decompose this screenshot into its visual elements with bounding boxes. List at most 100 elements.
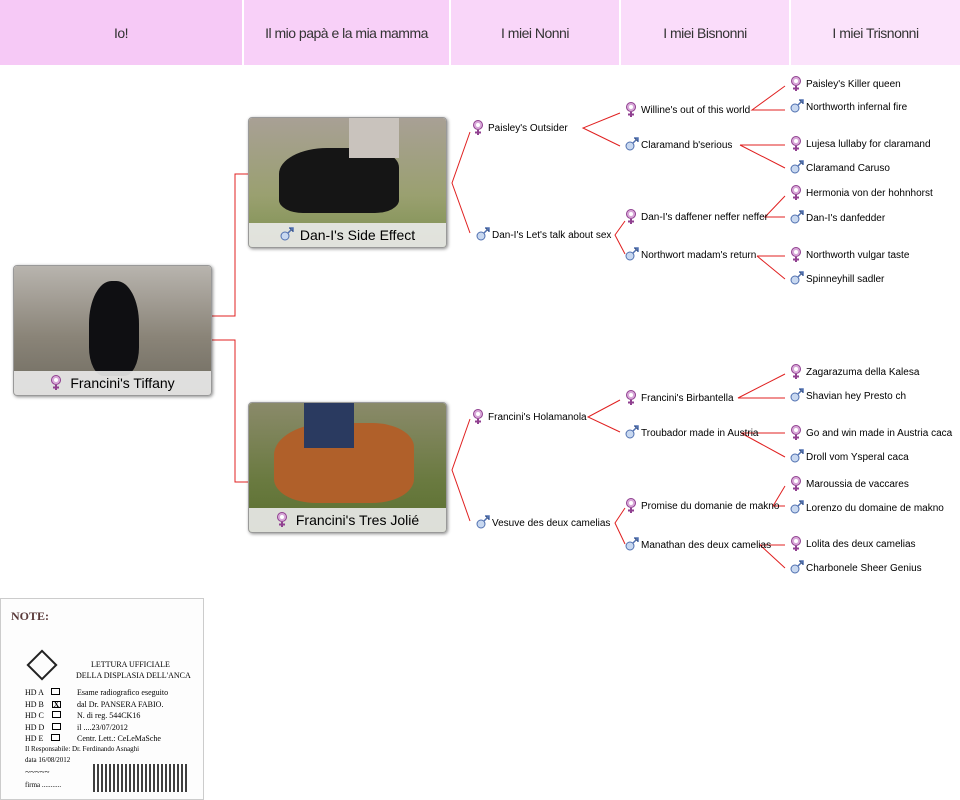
dog-name: Northwort madam's return (641, 249, 757, 261)
great-great-grandparents-node[interactable]: Shavian hey Presto ch (790, 388, 906, 404)
cert-qr-code (93, 764, 187, 792)
female-icon (790, 364, 802, 380)
great-great-grandparents-node[interactable]: Zagarazuma della Kalesa (790, 364, 919, 380)
female-icon (472, 409, 484, 425)
cert-heading-2: DELLA DISPLASIA DELL'ANCA (76, 671, 191, 680)
female-icon (625, 390, 637, 406)
hd-grade: HD B X (25, 699, 61, 711)
header-col-great-grandparents: I miei Bisnonni (621, 0, 789, 65)
cert-line: Esame radiografico eseguito (77, 688, 169, 697)
great-great-grandparents-node[interactable]: Lolita des deux camelias (790, 536, 916, 552)
sire-card[interactable]: Dan-I's Side Effect (248, 117, 447, 248)
male-icon (476, 515, 490, 531)
great-great-grandparents-node[interactable]: Maroussia de vaccares (790, 476, 909, 492)
great-grandparents-node[interactable]: Willine's out of this world (625, 102, 750, 118)
cert-line: dal Dr. PANSERA FABIO. (77, 699, 164, 709)
grandparents-node[interactable]: Dan-I's Let's talk about sex (476, 227, 611, 243)
hd-grade-label: HD B (25, 699, 44, 709)
header-col-great-great-grandparents: I miei Trisnonni (791, 0, 960, 65)
hd-grade: HD A (25, 687, 61, 699)
female-icon (790, 185, 802, 201)
great-great-grandparents-node[interactable]: Hermonia von der hohnhorst (790, 185, 933, 201)
dog-name: Manathan des deux camelias (641, 539, 772, 551)
male-icon (625, 247, 639, 263)
female-icon (50, 375, 62, 391)
great-great-grandparents-node[interactable]: Dan-I's danfedder (790, 210, 885, 226)
dog-name: Francini's Holamanola (488, 411, 587, 423)
grandparents-node[interactable]: Francini's Holamanola (472, 409, 587, 425)
dam-card[interactable]: Francini's Tres Jolié (248, 402, 447, 533)
dog-name: Lujesa lullaby for claramand (806, 138, 931, 150)
dog-name: Lorenzo du domaine de makno (806, 502, 944, 514)
great-great-grandparents-node[interactable]: Lujesa lullaby for claramand (790, 136, 931, 152)
great-great-grandparents-node[interactable]: Charbonele Sheer Genius (790, 560, 922, 576)
grandparents-node[interactable]: Vesuve des deux camelias (476, 515, 610, 531)
female-icon (625, 498, 637, 514)
dog-name: Francini's Birbantella (641, 392, 734, 404)
hd-grade: HD E (25, 733, 61, 745)
female-icon (625, 102, 637, 118)
hd-grade-label: HD A (25, 688, 44, 697)
male-icon (625, 537, 639, 553)
great-grandparents-node[interactable]: Francini's Birbantella (625, 390, 734, 406)
dog-name: Dan-I's Let's talk about sex (492, 229, 612, 241)
male-icon (790, 210, 804, 226)
dog-name: Troubador made in Austria (641, 427, 759, 439)
female-icon (790, 247, 802, 263)
great-great-grandparents-node[interactable]: Paisley's Killer queen (790, 76, 901, 92)
female-icon (790, 136, 802, 152)
header-col-grandparents: I miei Nonni (451, 0, 619, 65)
male-icon (625, 425, 639, 441)
male-icon (790, 560, 804, 576)
great-grandparents-node[interactable]: Dan-I's daffener neffer neffer (625, 209, 768, 225)
self-card[interactable]: Francini's Tiffany (13, 265, 212, 396)
great-great-grandparents-node[interactable]: Go and win made in Austria caca (790, 425, 952, 441)
great-grandparents-node[interactable]: Manathan des deux camelias (625, 537, 771, 553)
great-great-grandparents-node[interactable]: Droll vom Ysperal caca (790, 449, 909, 465)
great-great-grandparents-node[interactable]: Northworth infernal fire (790, 99, 907, 115)
female-icon (790, 536, 802, 552)
dog-name: Zagarazuma della Kalesa (806, 366, 920, 378)
dog-name: Droll vom Ysperal caca (806, 451, 909, 463)
dog-name: Northworth vulgar taste (806, 249, 910, 261)
dog-name: Willine's out of this world (641, 104, 751, 116)
great-grandparents-node[interactable]: Claramand b'serious (625, 137, 732, 153)
female-icon (790, 76, 802, 92)
cert-line: Centr. Lett.: CeLeMaSche (77, 734, 161, 743)
hd-grade-label: HD C (25, 711, 44, 720)
hd-grade-label: HD E (25, 734, 44, 743)
great-great-grandparents-node[interactable]: Lorenzo du domaine de makno (790, 500, 944, 516)
hd-checkbox (51, 688, 61, 695)
male-icon (280, 227, 294, 243)
cert-responsabile: Il Responsabile: Dr. Ferdinando Asnaghi (25, 745, 140, 753)
hd-grade: HD D (25, 722, 62, 734)
great-grandparents-node[interactable]: Northwort madam's return (625, 247, 756, 263)
self-name: Francini's Tiffany (70, 375, 175, 391)
great-great-grandparents-node[interactable]: Northworth vulgar taste (790, 247, 909, 263)
dog-name: Maroussia de vaccares (806, 478, 909, 490)
hd-logo (26, 649, 58, 681)
male-icon (625, 137, 639, 153)
hd-checkbox (51, 734, 61, 741)
female-icon (625, 209, 637, 225)
great-grandparents-node[interactable]: Promise du domanie de makno (625, 498, 779, 514)
dam-name: Francini's Tres Jolié (295, 512, 420, 528)
great-grandparents-node[interactable]: Troubador made in Austria (625, 425, 758, 441)
hd-checkbox (52, 722, 62, 730)
female-icon (790, 476, 802, 492)
dog-name: Charbonele Sheer Genius (806, 562, 922, 574)
header-col-parents: Il mio papà e la mia mamma (244, 0, 449, 65)
great-great-grandparents-node[interactable]: Claramand Caruso (790, 160, 890, 176)
great-great-grandparents-node[interactable]: Spinneyhill sadler (790, 271, 884, 287)
dog-name: Spinneyhill sadler (806, 273, 885, 285)
dog-name: Claramand b'serious (641, 139, 733, 151)
grandparents-node[interactable]: Paisley's Outsider (472, 120, 568, 136)
female-icon (276, 512, 288, 528)
cert-line: il ....23/07/2012 (77, 722, 128, 732)
dog-name: Hermonia von der hohnhorst (806, 187, 933, 199)
hd-grade: HD C (25, 710, 61, 722)
male-icon (476, 227, 490, 243)
dog-name: Northworth infernal fire (806, 101, 908, 113)
dog-name: Paisley's Outsider (488, 122, 568, 134)
dog-name: Claramand Caruso (806, 162, 890, 174)
